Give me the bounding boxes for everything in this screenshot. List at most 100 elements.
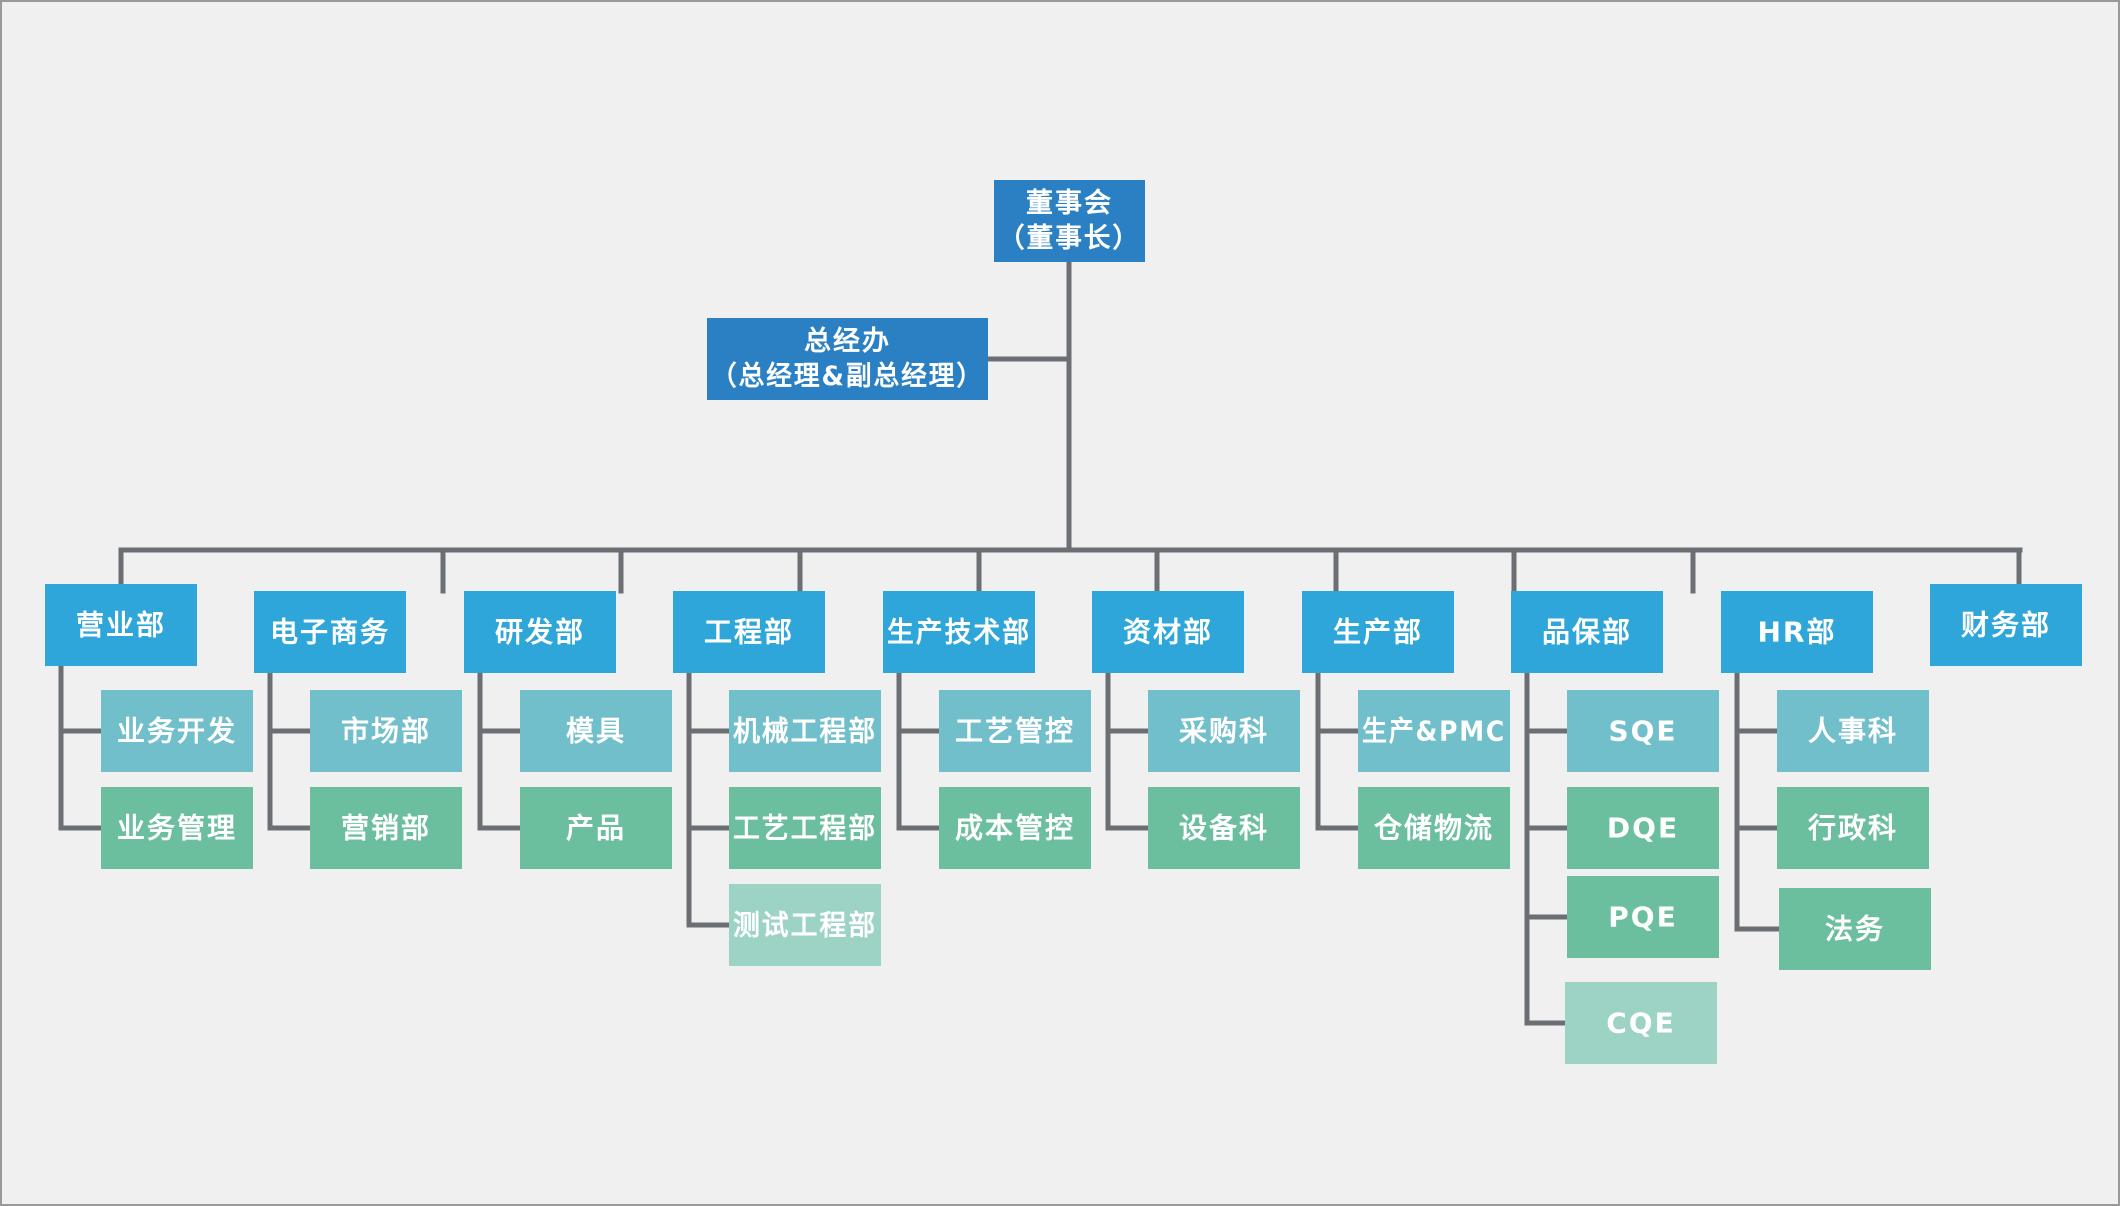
dept-1-subunit-2-box bbox=[101, 787, 253, 869]
dept-1-subunit-2: 业务管理 bbox=[101, 787, 253, 869]
dept-8-subunit-1-box bbox=[1567, 690, 1719, 772]
dept-4-label: 工程部 bbox=[704, 616, 794, 649]
connector-lines bbox=[58, 259, 2023, 1026]
dept-6-subunit-2: 设备科 bbox=[1148, 787, 1300, 869]
dept-2-label: 电子商务 bbox=[270, 616, 390, 649]
dept-10: 财务部 bbox=[1930, 584, 2082, 666]
dept-7-subunit-1: 生产&PMC bbox=[1358, 690, 1510, 772]
dept-4-subunit-3: 测试工程部 bbox=[729, 884, 881, 966]
dept-5-subunit-2-label: 成本管控 bbox=[955, 812, 1075, 845]
dept-3-subunit-1-label: 模具 bbox=[566, 715, 626, 748]
dept-3-subunit-2: 产品 bbox=[520, 787, 672, 869]
dept-3-subunit-2-label: 产品 bbox=[566, 812, 626, 845]
dept-3-label: 研发部 bbox=[495, 616, 585, 649]
dept-9-box bbox=[1721, 591, 1873, 673]
dept-1-subunit-2-label: 业务管理 bbox=[117, 812, 237, 845]
dept-4-subunit-2: 工艺工程部 bbox=[729, 787, 881, 869]
dept-9-subunit-1: 人事科 bbox=[1777, 690, 1929, 772]
dept-4-subunit-1-box bbox=[729, 690, 881, 772]
dept-1-subunit-1-box bbox=[101, 690, 253, 772]
dept-8-subunit-2: DQE bbox=[1567, 787, 1719, 869]
dept-8-subunit-3-box bbox=[1567, 876, 1719, 958]
dept-5-subunit-1-label: 工艺管控 bbox=[955, 715, 1075, 748]
dept-6-subunit-1-label: 采购科 bbox=[1179, 715, 1269, 748]
dept-6-subunit-1-box bbox=[1148, 690, 1300, 772]
dept-2-subunit-2: 营销部 bbox=[310, 787, 462, 869]
dept-7-label: 生产部 bbox=[1333, 616, 1423, 649]
dept-7-box bbox=[1302, 591, 1454, 673]
node-board-box bbox=[994, 180, 1145, 262]
node-gm-office: 总经办（总经理&副总经理） bbox=[707, 318, 988, 400]
dept-5-subunit-1-box bbox=[939, 690, 1091, 772]
dept-9-subunit-1-box bbox=[1777, 690, 1929, 772]
dept-7-subunit-2-box bbox=[1358, 787, 1510, 869]
dept-7: 生产部 bbox=[1302, 591, 1454, 673]
dept-4: 工程部 bbox=[673, 591, 825, 673]
dept-2-subunit-2-box bbox=[310, 787, 462, 869]
dept-9-subunit-3: 法务 bbox=[1779, 888, 1931, 970]
dept-6-subunit-2-box bbox=[1148, 787, 1300, 869]
node-gm-office-label-1: 总经办 bbox=[804, 325, 891, 357]
dept-6-subunit-2-label: 设备科 bbox=[1179, 812, 1269, 845]
dept-5: 生产技术部 bbox=[883, 591, 1035, 673]
dept-5-label: 生产技术部 bbox=[887, 616, 1031, 649]
dept-1-subunit-1: 业务开发 bbox=[101, 690, 253, 772]
dept-9-subunit-3-label: 法务 bbox=[1825, 913, 1885, 946]
dept-9-subunit-2-box bbox=[1777, 787, 1929, 869]
dept-5-subunit-2: 成本管控 bbox=[939, 787, 1091, 869]
dept-10-box bbox=[1930, 584, 2082, 666]
dept-5-subunit-1: 工艺管控 bbox=[939, 690, 1091, 772]
dept-3-subunit-1: 模具 bbox=[520, 690, 672, 772]
dept-9: HR部 bbox=[1721, 591, 1873, 673]
dept-4-box bbox=[673, 591, 825, 673]
dept-2-subunit-1: 市场部 bbox=[310, 690, 462, 772]
dept-8-subunit-2-label: DQE bbox=[1607, 812, 1679, 845]
dept-4-subunit-3-label: 测试工程部 bbox=[733, 909, 877, 942]
dept-2-subunit-2-label: 营销部 bbox=[341, 812, 431, 845]
dept-7-subunit-1-box bbox=[1358, 690, 1510, 772]
dept-8-subunit-4-box bbox=[1565, 982, 1717, 1064]
node-board-label-2: （董事长） bbox=[998, 223, 1141, 254]
dept-1-label: 营业部 bbox=[76, 609, 166, 642]
dept-9-subunit-2-label: 行政科 bbox=[1807, 812, 1898, 845]
dept-8-subunit-3-label: PQE bbox=[1608, 901, 1677, 934]
dept-8-subunit-3: PQE bbox=[1567, 876, 1719, 958]
dept-8-subunit-1: SQE bbox=[1567, 690, 1719, 772]
dept-1-subunit-1-label: 业务开发 bbox=[117, 715, 237, 748]
dept-2-subunit-1-label: 市场部 bbox=[341, 715, 431, 748]
dept-6-box bbox=[1092, 591, 1244, 673]
dept-3: 研发部 bbox=[464, 591, 616, 673]
dept-4-subunit-1: 机械工程部 bbox=[729, 690, 881, 772]
dept-9-subunit-1-label: 人事科 bbox=[1808, 715, 1898, 748]
dept-5-subunit-2-box bbox=[939, 787, 1091, 869]
dept-4-subunit-2-box bbox=[729, 787, 881, 869]
dept-3-subunit-1-box bbox=[520, 690, 672, 772]
node-board-label-1: 董事会 bbox=[1026, 188, 1113, 219]
dept-8-subunit-1-label: SQE bbox=[1608, 715, 1677, 748]
dept-4-subunit-3-box bbox=[729, 884, 881, 966]
dept-7-subunit-1-label: 生产&PMC bbox=[1362, 715, 1506, 748]
node-gm-office-box bbox=[707, 318, 988, 400]
node-gm-office-label-2: （总经理&副总经理） bbox=[711, 360, 984, 392]
dept-2-box bbox=[254, 591, 406, 673]
dept-6-label: 资材部 bbox=[1123, 616, 1213, 649]
dept-2-subunit-1-box bbox=[310, 690, 462, 772]
dept-9-subunit-3-box bbox=[1779, 888, 1931, 970]
dept-8-subunit-4: CQE bbox=[1565, 982, 1717, 1064]
dept-2: 电子商务 bbox=[254, 591, 406, 673]
dept-4-subunit-1-label: 机械工程部 bbox=[733, 715, 877, 748]
dept-1-box bbox=[45, 584, 197, 666]
dept-10-label: 财务部 bbox=[1961, 609, 2051, 642]
node-board: 董事会 （董事长） bbox=[994, 180, 1145, 262]
dept-9-label: HR部 bbox=[1758, 616, 1837, 649]
dept-8-box bbox=[1511, 591, 1663, 673]
dept-8: 品保部 bbox=[1511, 591, 1663, 673]
dept-8-label: 品保部 bbox=[1542, 616, 1632, 649]
dept-3-box bbox=[464, 591, 616, 673]
dept-5-box bbox=[883, 591, 1035, 673]
dept-7-subunit-2-label: 仓储物流 bbox=[1374, 812, 1494, 845]
dept-8-subunit-2-box bbox=[1567, 787, 1719, 869]
